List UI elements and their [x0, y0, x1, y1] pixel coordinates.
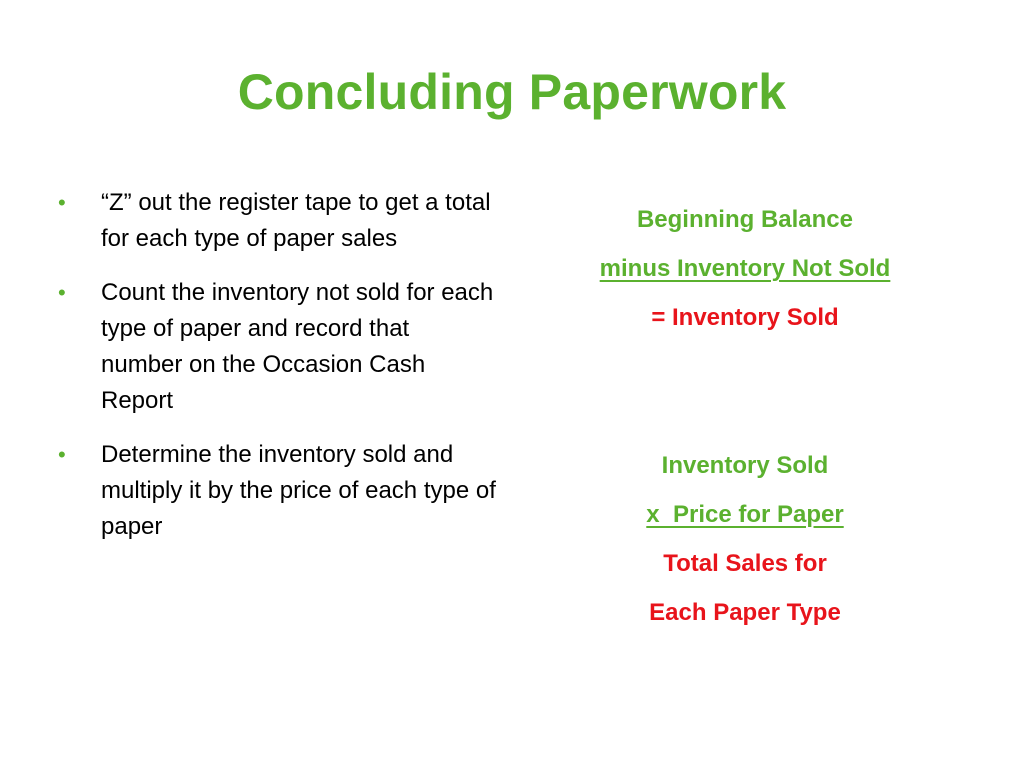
- formula-price-line: x Price for Paper: [530, 490, 960, 539]
- formula-each-paper-type: Each Paper Type: [649, 599, 841, 626]
- formula-minus-text: minus Inventory Not Sold: [599, 255, 891, 282]
- bullet-icon: •: [58, 280, 66, 305]
- formula-total-sales-result: Total Sales for: [663, 550, 827, 577]
- bullet-text: “Z” out the register tape to get a total…: [101, 189, 491, 252]
- bullet-item: • “Z” out the register tape to get a tot…: [56, 185, 496, 257]
- bullet-list: • “Z” out the register tape to get a tot…: [56, 185, 496, 563]
- formula-inventory-sold-result: = Inventory Sold: [651, 304, 839, 331]
- bullet-item: • Count the inventory not sold for each …: [56, 275, 496, 419]
- bullet-icon: •: [58, 442, 66, 467]
- slide-title: Concluding Paperwork: [237, 64, 787, 120]
- formula-beginning-balance: Beginning Balance: [636, 206, 854, 233]
- bullet-text: Count the inventory not sold for each ty…: [101, 279, 494, 414]
- formula-minus-line: minus Inventory Not Sold: [530, 244, 960, 293]
- bullet-text: Determine the inventory sold and multipl…: [101, 441, 496, 540]
- formula-price-text: x Price for Paper: [646, 501, 844, 528]
- inventory-sold-formula: Beginning Balance minus Inventory Not So…: [530, 195, 960, 342]
- formula-inventory-sold: Inventory Sold: [661, 452, 829, 479]
- bullet-item: • Determine the inventory sold and multi…: [56, 437, 496, 545]
- total-sales-formula: Inventory Sold x Price for Paper Total S…: [530, 441, 960, 637]
- bullet-icon: •: [58, 190, 66, 215]
